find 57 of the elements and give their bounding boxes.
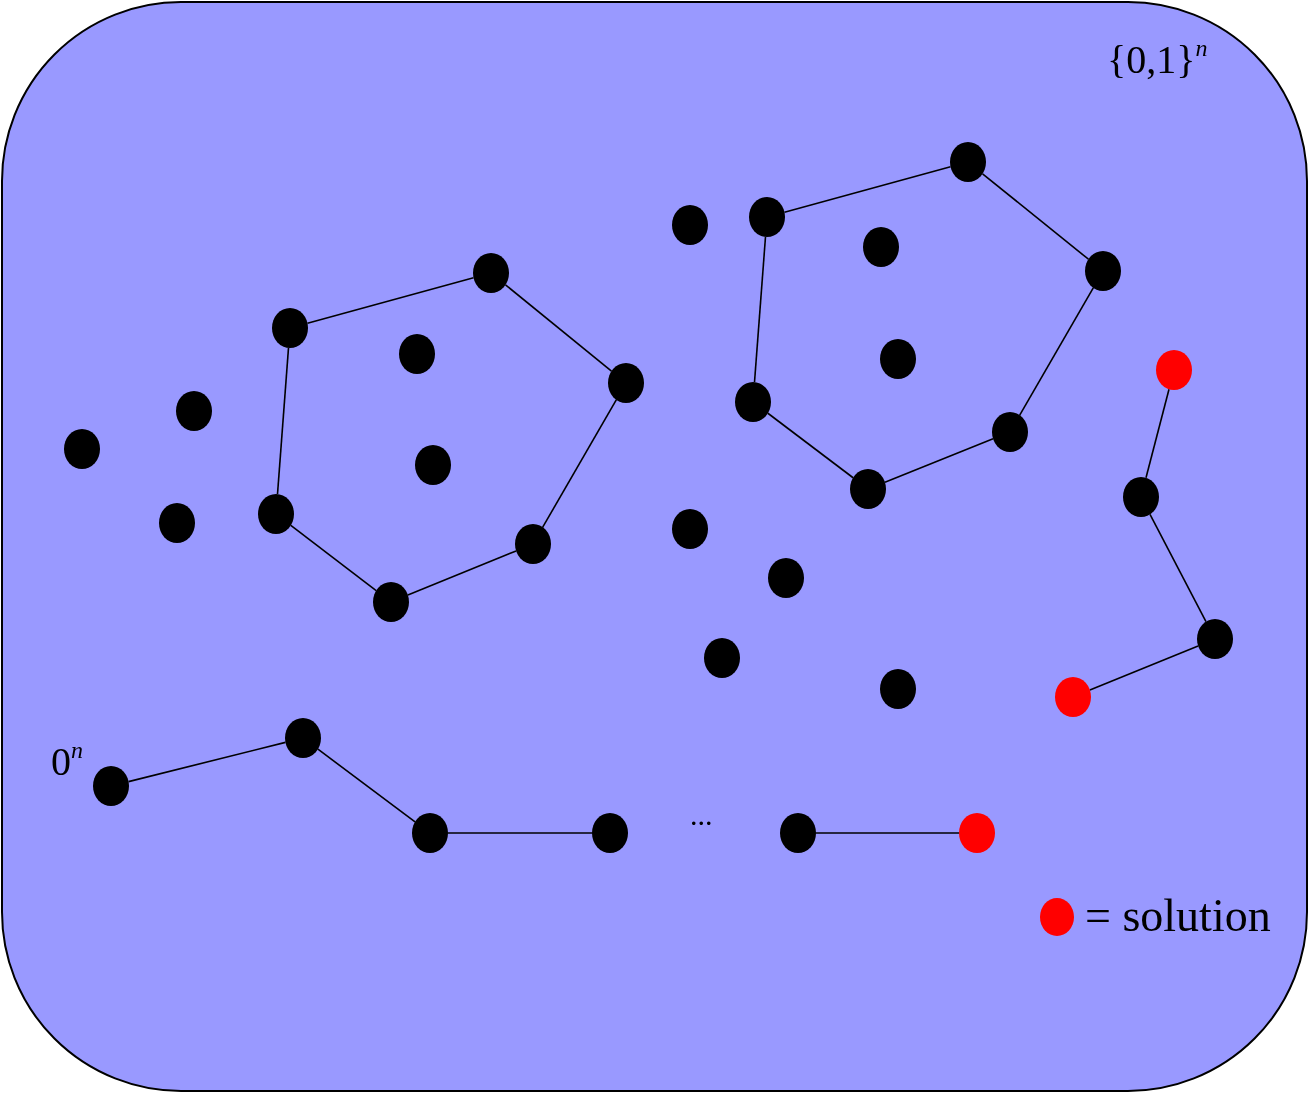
- vertex-dot: [258, 494, 294, 534]
- vertex-dot: [880, 339, 916, 379]
- vertex-dot: [1197, 619, 1233, 659]
- vertex-dot: [608, 363, 644, 403]
- edge-line: [767, 412, 854, 479]
- ellipsis-text: ...: [690, 800, 713, 830]
- edge-line: [815, 832, 960, 834]
- edge-line: [504, 284, 613, 372]
- edge-line: [541, 399, 618, 528]
- edge-line: [1018, 287, 1095, 416]
- vertex-dot: [592, 813, 628, 853]
- edge-line: [884, 438, 994, 483]
- edge-line: [783, 166, 952, 213]
- edge-line: [447, 832, 593, 834]
- vertex-dot: [473, 253, 509, 293]
- edge-line: [306, 276, 475, 325]
- vertex-dot: [768, 558, 804, 598]
- vertex-dot: [704, 638, 740, 678]
- vertex-dot: [176, 391, 212, 431]
- vertex-dot: [735, 382, 771, 422]
- edge-line: [407, 550, 517, 596]
- node-caption: 0$^{n}$: [51, 742, 83, 782]
- vertex-dot: [992, 412, 1028, 452]
- vertex-dot: [515, 524, 551, 564]
- vertex-dot: [850, 469, 886, 509]
- vertex-dot: [399, 334, 435, 374]
- solution-dot: [1055, 677, 1091, 717]
- vertex-dot: [412, 813, 448, 853]
- edge-line: [753, 236, 767, 383]
- edge-line: [1149, 513, 1207, 623]
- vertex-dot: [159, 503, 195, 543]
- edge-line: [127, 741, 287, 783]
- vertex-dot: [672, 509, 708, 549]
- vertex-dot: [950, 142, 986, 182]
- vertex-dot: [1123, 477, 1159, 517]
- solution-dot: [959, 813, 995, 853]
- vertex-dot: [415, 445, 451, 485]
- solution-dot: [1156, 350, 1192, 390]
- vertex-dot: [749, 197, 785, 237]
- edge-line: [276, 347, 290, 495]
- vertex-dot: [780, 813, 816, 853]
- edge-line: [981, 172, 1090, 261]
- edge-line: [1089, 645, 1199, 691]
- vertex-dot: [285, 718, 321, 758]
- vertex-dot: [64, 429, 100, 469]
- set-label: {0,1}$^{n}$: [1107, 40, 1208, 80]
- vertex-dot: [373, 582, 409, 622]
- edge-line: [290, 524, 377, 592]
- vertex-dot: [272, 308, 308, 348]
- vertex-dot: [672, 205, 708, 245]
- vertex-dot: [93, 766, 129, 806]
- legend-text: = solution: [1085, 893, 1271, 939]
- edge-line: [317, 748, 416, 823]
- vertex-dot: [1085, 251, 1121, 291]
- vertex-dot: [863, 227, 899, 267]
- edge-line: [1145, 388, 1170, 479]
- vertex-dot: [880, 669, 916, 709]
